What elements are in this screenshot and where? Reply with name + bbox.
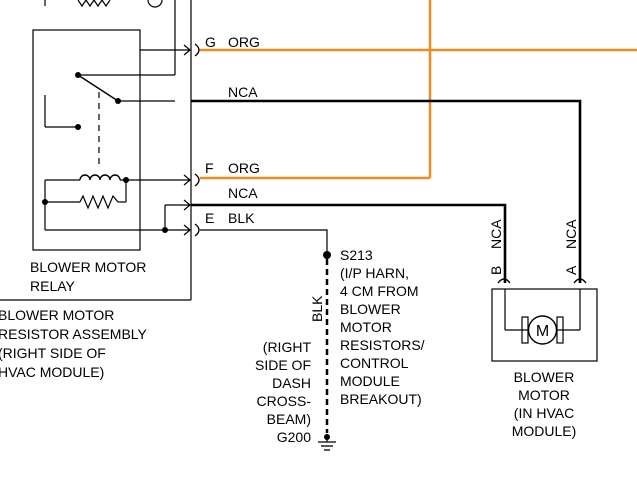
resistor (42, 180, 127, 210)
splice-line2: 4 CM FROM (340, 283, 419, 299)
ground-line2: SIDE OF (255, 357, 311, 373)
resistor-assembly-line3: (RIGHT SIDE OF (0, 345, 106, 361)
nca-mid-label: NCA (228, 185, 258, 201)
motor-line2: MOTOR (518, 387, 570, 403)
resistor-assembly-line4: HVAC MODULE) (0, 364, 104, 380)
relay-switch (44, 72, 175, 165)
relay-e-circuit (44, 199, 191, 236)
splice-line7: MODULE (340, 373, 400, 389)
relay-label-line1: BLOWER MOTOR (30, 259, 146, 275)
splice-line8: BREAKOUT) (340, 391, 422, 407)
splice-line6: CONTROL (340, 355, 409, 371)
splice-line4: MOTOR (340, 319, 392, 335)
ground-symbol-icon (318, 437, 336, 451)
connector-b-wire: NCA (488, 219, 504, 249)
relay-box (32, 29, 141, 251)
motor-line1: BLOWER (514, 369, 575, 385)
resistor-assembly-box (0, 0, 192, 301)
ground-line5: BEAM) (267, 411, 311, 427)
nca-top-label: NCA (228, 84, 258, 100)
black-wires (191, 99, 582, 283)
connector-e-pin: E (205, 210, 214, 226)
connector-g-arrow (140, 44, 191, 56)
ground-wire (200, 229, 331, 440)
connector-f-wire: ORG (228, 160, 260, 176)
ground-id: G200 (277, 429, 311, 445)
splice-s213-dot (323, 251, 331, 259)
connector-g-pin: G (205, 34, 216, 50)
top-resistor-partial (44, 0, 176, 75)
ground-line4: CROSS- (257, 393, 312, 409)
ground-line3: DASH (272, 375, 311, 391)
splice-line5: RESISTORS/ (340, 337, 425, 353)
ground-line1: (RIGHT (263, 339, 312, 355)
connector-e-wire: BLK (228, 210, 255, 226)
connector-a-pin: A (563, 265, 579, 275)
resistor-assembly-line1: BLOWER MOTOR (0, 307, 114, 323)
splice-line3: BLOWER (340, 301, 401, 317)
splice-line1: (I/P HARN, (340, 265, 409, 281)
connector-f-pin: F (205, 160, 214, 176)
blower-motor-box (491, 288, 598, 362)
motor-symbol: M (536, 323, 549, 340)
motor-icon (527, 315, 558, 345)
connector-g-wire: ORG (228, 34, 260, 50)
relay-label-line2: RELAY (30, 278, 76, 294)
motor-line3: (IN HVAC (514, 405, 574, 421)
connector-b-pin: B (488, 266, 504, 275)
motor-line4: MODULE) (512, 423, 577, 439)
splice-id: S213 (340, 247, 373, 263)
resistor-assembly-line2: RESISTOR ASSEMBLY (0, 326, 148, 342)
relay-coil (45, 174, 191, 186)
orange-wires (200, 0, 637, 180)
connector-a-wire: NCA (563, 219, 579, 249)
ground-wire-label: BLK (309, 295, 325, 322)
